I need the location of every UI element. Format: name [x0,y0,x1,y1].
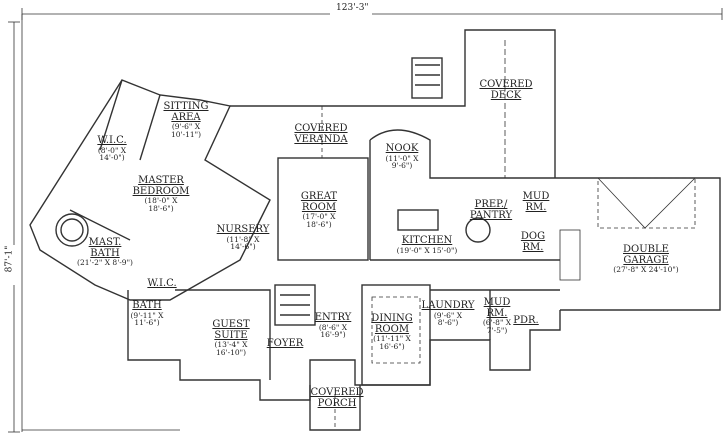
room-pdr: PDR. [513,315,539,326]
room-foyer: FOYER [266,338,304,349]
lower-walls [127,259,561,431]
room-prep-pantry: PREP./PANTRY [469,199,513,221]
room-wic-lower: W.I.C. [147,278,177,289]
overall-depth-dimension: 87'-1" [4,245,15,273]
dimension-lines [8,8,723,433]
central-walls [230,29,556,261]
room-master-bath: MAST.BATH (21'-2" X 8'-9") [77,237,133,267]
garage-walls [555,177,721,311]
master-wing-walls [29,79,271,301]
room-kitchen: KITCHEN (19'-0" X 15'-0") [396,235,458,255]
overall-width-dimension: 123'-3" [336,3,369,13]
